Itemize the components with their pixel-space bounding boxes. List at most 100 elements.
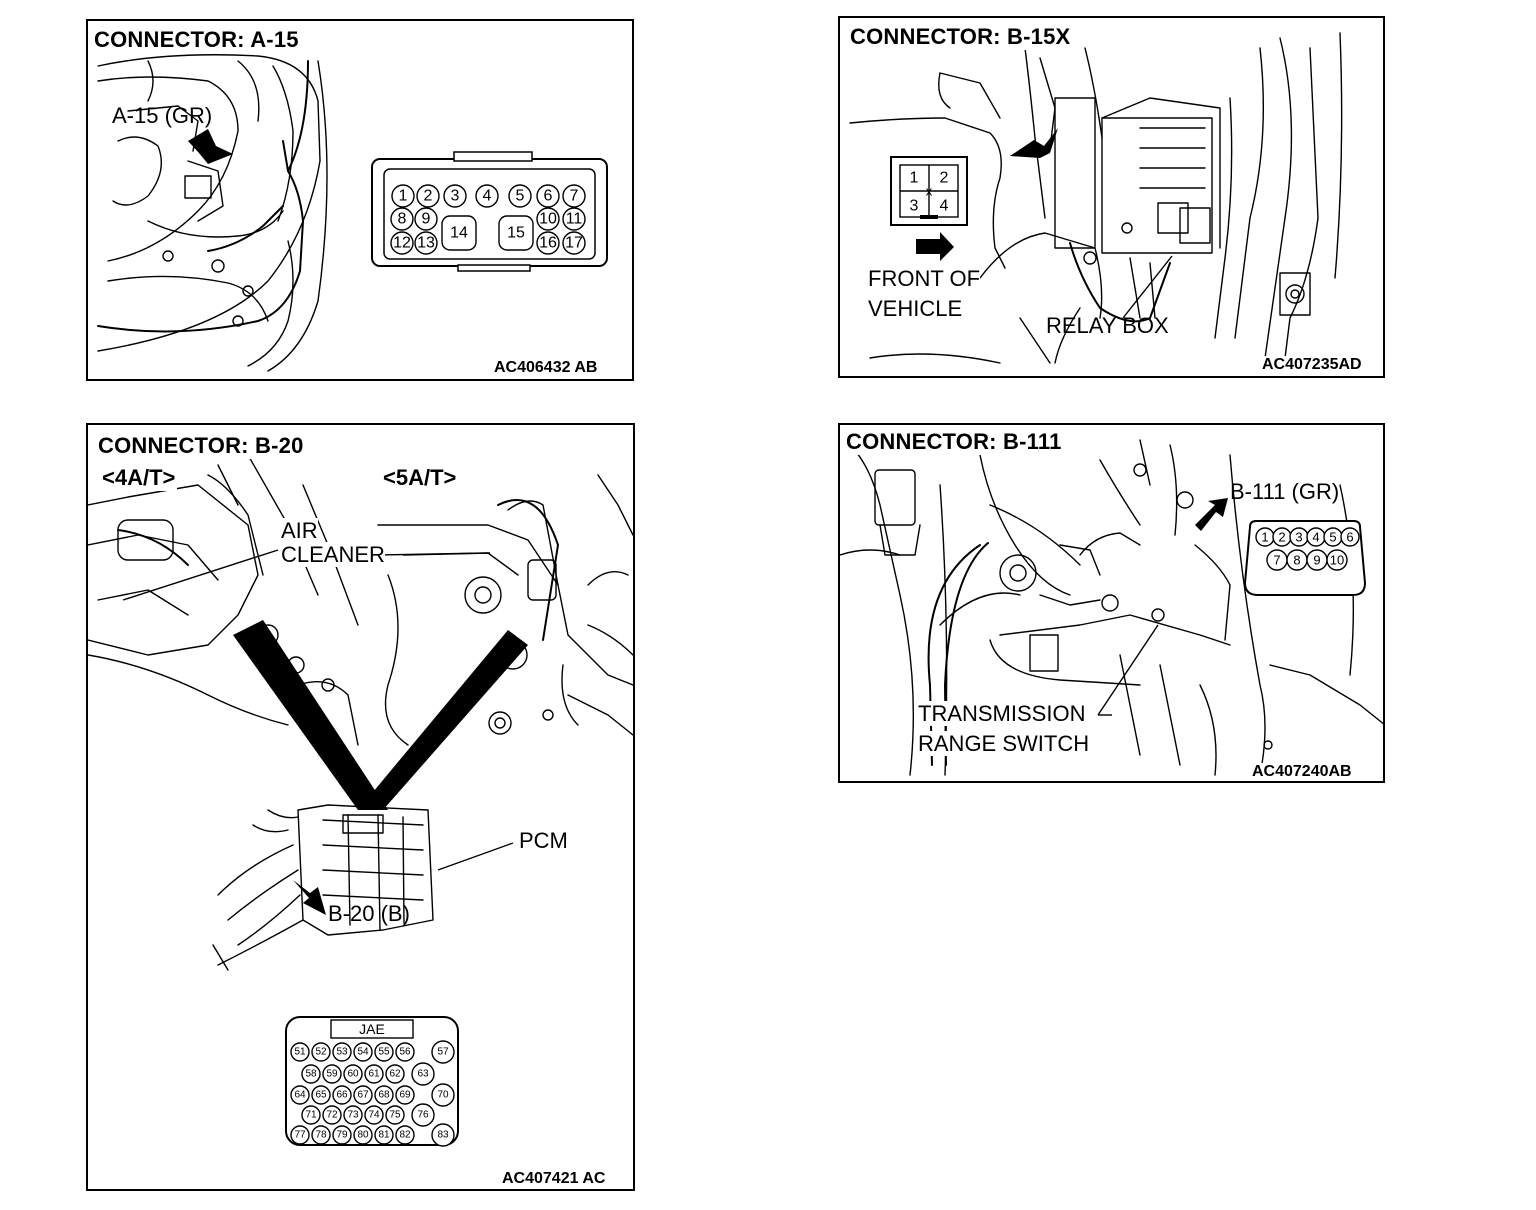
pin-number: 11 xyxy=(566,211,583,228)
pin-number: 55 xyxy=(378,1047,390,1058)
connector-pin: 82 xyxy=(395,1125,415,1145)
b20-4at-pointer xyxy=(233,620,388,810)
b20-4at-label: <4A/T> xyxy=(100,465,178,491)
connector-pin: 65 xyxy=(311,1085,331,1105)
connector-pin: 54 xyxy=(353,1042,373,1062)
pin-number: 6 xyxy=(1346,530,1353,545)
pin-number: 77 xyxy=(294,1130,306,1141)
pin-number: 54 xyxy=(357,1047,369,1058)
connector-pin: 80 xyxy=(353,1125,373,1145)
pin-number: 75 xyxy=(389,1110,401,1121)
connector-pin: 79 xyxy=(332,1125,352,1145)
connector-pin: 75 xyxy=(385,1105,405,1125)
b15x-vehicle-label: VEHICLE xyxy=(868,296,963,322)
connector-pin: 83 xyxy=(431,1123,455,1147)
connector-pin: 62 xyxy=(385,1064,405,1084)
connector-pin: 1 xyxy=(391,184,415,208)
connector-pin: 9 xyxy=(414,207,438,231)
pin-number: 53 xyxy=(336,1047,348,1058)
pin-number: 9 xyxy=(422,211,431,228)
b20-cleaner-label: CLEANER xyxy=(281,542,385,568)
pin-number: 3 xyxy=(451,188,460,205)
connector-pin: 77 xyxy=(290,1125,310,1145)
pin-number: 69 xyxy=(399,1090,411,1101)
pin-number: 62 xyxy=(389,1069,401,1080)
pin-number: 83 xyxy=(437,1130,449,1141)
connector-pin: 5 xyxy=(508,184,532,208)
b20-arrow-icon xyxy=(293,880,326,915)
connector-pin: 51 xyxy=(290,1042,310,1062)
pin-number: 8 xyxy=(398,211,407,228)
pin-number: 56 xyxy=(399,1047,411,1058)
pin-number: 2 xyxy=(940,170,949,187)
connector-pin: 16 xyxy=(536,231,560,255)
b20-air-label: AIR xyxy=(281,518,318,544)
pin-number: 15 xyxy=(507,225,525,242)
a15-title: CONNECTOR: A-15 xyxy=(92,27,301,53)
connector-pin: 57 xyxy=(431,1040,455,1064)
pin-number: 7 xyxy=(1273,553,1280,568)
pin-number: 67 xyxy=(357,1090,369,1101)
connector-pin: 14 xyxy=(441,215,477,251)
pin-number: 16 xyxy=(539,235,557,252)
pin-number: 68 xyxy=(378,1090,390,1101)
b20-title: CONNECTOR: B-20 xyxy=(96,433,306,459)
connector-pin: 55 xyxy=(374,1042,394,1062)
pin-number: 6 xyxy=(544,188,553,205)
connector-pin: 58 xyxy=(301,1064,321,1084)
connector-pin: 63 xyxy=(411,1062,435,1086)
connector-pin: 3 xyxy=(1289,527,1309,547)
connector-pin: 64 xyxy=(290,1085,310,1105)
b111-figure-code: AC407240AB xyxy=(1250,763,1354,781)
connector-pin: 5 xyxy=(1323,527,1343,547)
b111-range-switch-label: RANGE SWITCH xyxy=(918,731,1090,757)
connector-pin: 4 xyxy=(1306,527,1326,547)
connector-pin: 15 xyxy=(498,215,534,251)
pin-number: 58 xyxy=(305,1069,317,1080)
connector-pin: 68 xyxy=(374,1085,394,1105)
pin-number: 74 xyxy=(368,1110,380,1121)
connector-pin: 4 xyxy=(475,184,499,208)
pin-number: 1 xyxy=(1261,530,1268,545)
connector-pin: 8 xyxy=(390,207,414,231)
pin-number: 4 xyxy=(483,188,492,205)
pin-number: 5 xyxy=(516,188,525,205)
pin-number: 4 xyxy=(940,198,949,215)
pin-number: 61 xyxy=(368,1069,380,1080)
connector-pin: 12 xyxy=(390,231,414,255)
connector-pin: 7 xyxy=(562,184,586,208)
pin-number: 1 xyxy=(910,170,919,187)
connector-pin: 78 xyxy=(311,1125,331,1145)
connector-pin: 66 xyxy=(332,1085,352,1105)
connector-pin: 67 xyxy=(353,1085,373,1105)
connector-pin: 6 xyxy=(536,184,560,208)
a15-callout-label: A-15 (GR) xyxy=(112,103,213,128)
connector-pin: 73 xyxy=(343,1105,363,1125)
pin-number: 72 xyxy=(326,1110,338,1121)
connector-pin: 10 xyxy=(1326,549,1348,571)
pin-number: 51 xyxy=(294,1047,306,1058)
a15-arrow-icon xyxy=(188,129,233,164)
b20-callout-label: B-20 (B) xyxy=(328,901,410,926)
pin-number: 73 xyxy=(347,1110,359,1121)
b15x-front-of-label: FRONT OF xyxy=(868,266,981,292)
pin-number: 10 xyxy=(1330,553,1344,568)
pin-number: 10 xyxy=(539,211,557,228)
pin-number: 64 xyxy=(294,1090,306,1101)
connector-pin: 74 xyxy=(364,1105,384,1125)
connector-pin: 6 xyxy=(1340,527,1360,547)
connector-pin: 81 xyxy=(374,1125,394,1145)
pin-number: 1 xyxy=(399,188,408,205)
pin-number: 3 xyxy=(910,198,919,215)
b20-figure-code: AC407421 AC xyxy=(500,1170,608,1188)
connector-pin: 72 xyxy=(322,1105,342,1125)
